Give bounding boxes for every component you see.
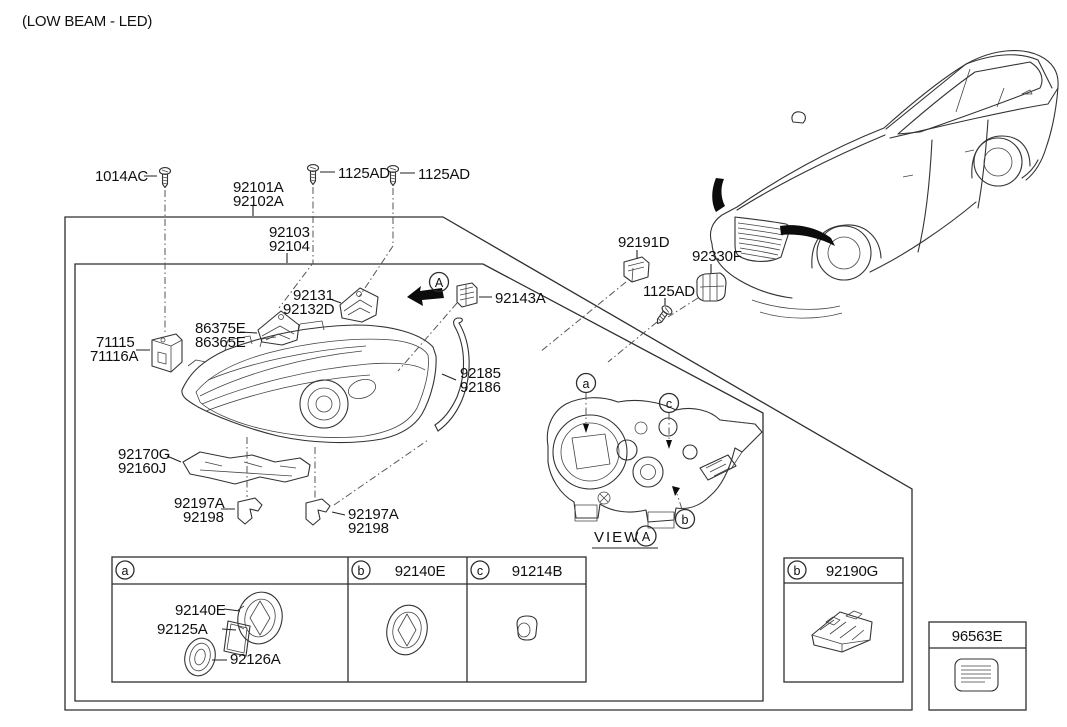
label-1125AD-3: 1125AD (643, 283, 695, 300)
label-92140E-a: 92140E (175, 602, 226, 619)
car-headlamp-right-black (780, 225, 835, 246)
label-92185: 92185 (460, 365, 501, 382)
arrow-ref-label: A (435, 276, 444, 290)
label-1014AC: 1014AC (95, 168, 148, 185)
callout-c: c (666, 397, 672, 411)
label-92104: 92104 (269, 238, 310, 255)
label-86365E: 86365E (195, 334, 246, 351)
label-92143A: 92143A (495, 290, 546, 307)
label-1125AD-2: 1125AD (418, 166, 470, 183)
dust-cap-art-a (237, 591, 283, 645)
table-callout-c: c (477, 564, 483, 578)
inner-frame (74, 263, 764, 702)
cover-art (184, 637, 216, 677)
callout-a: a (583, 377, 590, 391)
headlamp-rear-view-art: a c b VIEW A (546, 372, 763, 549)
bracket-71115-art (151, 333, 183, 373)
label-header-96563E: 96563E (952, 628, 1003, 645)
film-art (223, 620, 251, 657)
table-callout-b: b (358, 564, 365, 578)
connector-92191D-art (623, 256, 650, 283)
callout-b: b (682, 513, 689, 527)
car-headlamp-left-black (712, 178, 725, 212)
page-title: (LOW BEAM - LED) (22, 13, 152, 30)
label-92160J: 92160J (118, 460, 166, 477)
outer-frame (64, 216, 913, 711)
table-header-92140E: 92140E (395, 563, 446, 580)
sticker-art (954, 658, 999, 692)
headlamp-strip-art (434, 317, 470, 432)
label-71115: 71115 (96, 334, 135, 351)
module-box: b 92190G (783, 557, 904, 683)
parts-table: a b 92140E c 91214B 92140E 92125A 92126A (111, 556, 587, 683)
label-92170G: 92170G (118, 446, 170, 463)
retainer-and-clips-art (182, 437, 429, 526)
label-92197A-1: 92197A (174, 495, 225, 512)
label-92131: 92131 (293, 287, 334, 304)
right-part-leaders (136, 250, 712, 516)
label-92102A: 92102A (233, 193, 284, 210)
label-92330F: 92330F (692, 248, 742, 265)
headlamp-assembly-art (181, 320, 437, 444)
led-module-art (811, 610, 873, 653)
label-86375E: 86375E (195, 320, 246, 337)
label-92132D: 92132D (283, 301, 335, 318)
direction-arrow: A (407, 271, 450, 306)
clip-92143A-art (456, 282, 478, 308)
part-labels: 1014AC 92101A 92102A 1125AD 1125AD 92103… (90, 165, 742, 537)
frame-boxes (64, 216, 913, 711)
view-ref: A (642, 530, 651, 544)
label-92101A: 92101A (233, 179, 284, 196)
label-92198-2: 92198 (348, 520, 389, 537)
dust-cap-art-b (386, 604, 428, 656)
module-callout-b: b (794, 564, 801, 578)
view-caption: VIEW (594, 529, 640, 546)
table-header-91214B: 91214B (512, 563, 563, 580)
label-71116A: 71116A (90, 348, 138, 365)
label-1125AD-1: 1125AD (338, 165, 390, 182)
label-92186: 92186 (460, 379, 501, 396)
label-92197A-2: 92197A (348, 506, 399, 523)
label-92191D: 92191D (618, 234, 670, 251)
bracket-92131-art (339, 287, 379, 323)
label-box: 96563E (928, 621, 1027, 711)
car-illustration (709, 50, 1059, 319)
label-92198-1: 92198 (183, 509, 224, 526)
socket-92330F-art (696, 272, 727, 302)
grommet-art (516, 615, 538, 641)
bracket-86375E-art (257, 310, 300, 346)
label-92125A: 92125A (157, 621, 208, 638)
module-header-92190G: 92190G (826, 563, 878, 580)
table-callout-a: a (122, 564, 129, 578)
label-92126A: 92126A (230, 651, 281, 668)
label-92103: 92103 (269, 224, 310, 241)
top-fasteners (144, 164, 415, 334)
